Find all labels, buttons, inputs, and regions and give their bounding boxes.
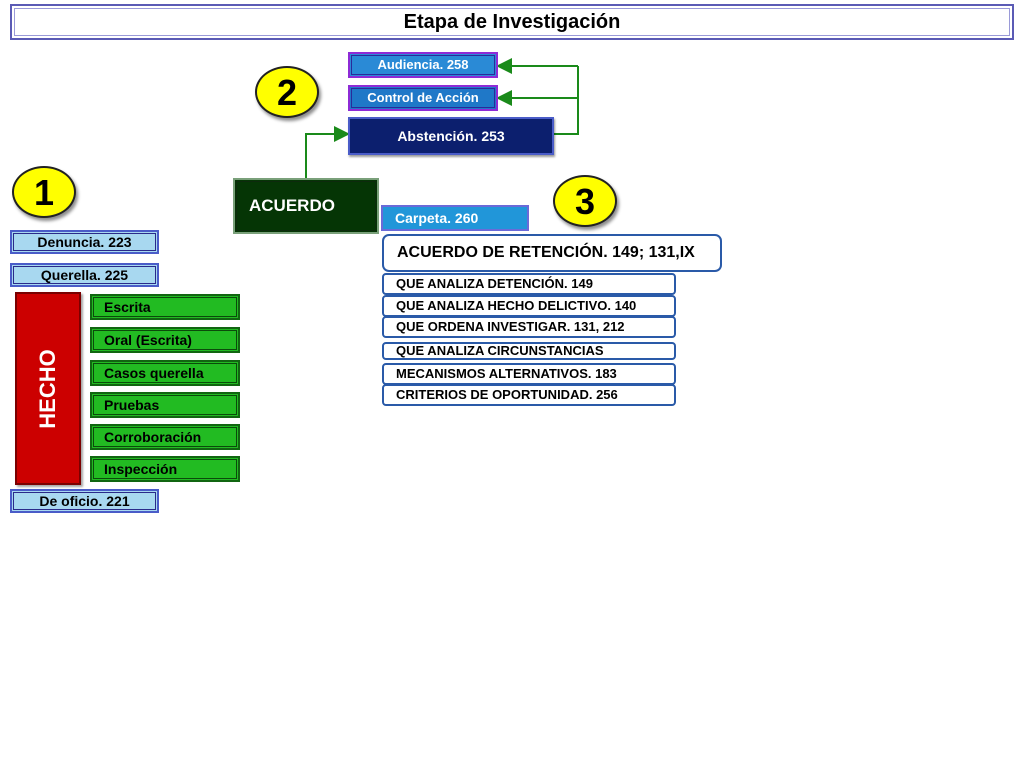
page-title: Etapa de Investigación — [10, 4, 1014, 40]
acuerdo-box[interactable]: ACUERDO — [233, 178, 379, 234]
hecho-item-inspeccion[interactable]: Inspección — [90, 456, 240, 482]
hecho-item-escrita[interactable]: Escrita — [90, 294, 240, 320]
step-2-circle: 2 — [255, 66, 319, 118]
hecho-label: HECHO — [35, 348, 60, 429]
control-accion-box[interactable]: Control de Acción — [348, 85, 498, 111]
hecho-item-casos-querella[interactable]: Casos querella — [90, 360, 240, 386]
acuerdo-to-abstencion-connector — [305, 126, 350, 179]
hecho-item-oral[interactable]: Oral (Escrita) — [90, 327, 240, 353]
list-item-hecho-delictivo[interactable]: QUE ANALIZA HECHO DELICTIVO. 140 — [382, 295, 676, 317]
list-item-circunstancias[interactable]: QUE ANALIZA CIRCUNSTANCIAS — [382, 342, 676, 360]
querella-box[interactable]: Querella. 225 — [10, 263, 159, 287]
list-item-detencion[interactable]: QUE ANALIZA DETENCIÓN. 149 — [382, 273, 676, 295]
hecho-item-pruebas[interactable]: Pruebas — [90, 392, 240, 418]
carpeta-box[interactable]: Carpeta. 260 — [381, 205, 529, 231]
de-oficio-box[interactable]: De oficio. 221 — [10, 489, 159, 513]
hecho-block[interactable]: HECHO — [15, 292, 81, 485]
list-item-mecanismos[interactable]: MECANISMOS ALTERNATIVOS. 183 — [382, 363, 676, 385]
step-3-circle: 3 — [553, 175, 617, 227]
step-1-circle: 1 — [12, 166, 76, 218]
audiencia-box[interactable]: Audiencia. 258 — [348, 52, 498, 78]
list-item-criterios[interactable]: CRITERIOS DE OPORTUNIDAD. 256 — [382, 384, 676, 406]
abstencion-box[interactable]: Abstención. 253 — [348, 117, 554, 155]
acuerdo-retencion-box[interactable]: ACUERDO DE RETENCIÓN. 149; 131,IX — [382, 234, 722, 272]
list-item-ordena-investigar[interactable]: QUE ORDENA INVESTIGAR. 131, 212 — [382, 316, 676, 338]
abstencion-to-options-connector — [554, 66, 579, 135]
hecho-item-corroboracion[interactable]: Corroboración — [90, 424, 240, 450]
denuncia-box[interactable]: Denuncia. 223 — [10, 230, 159, 254]
